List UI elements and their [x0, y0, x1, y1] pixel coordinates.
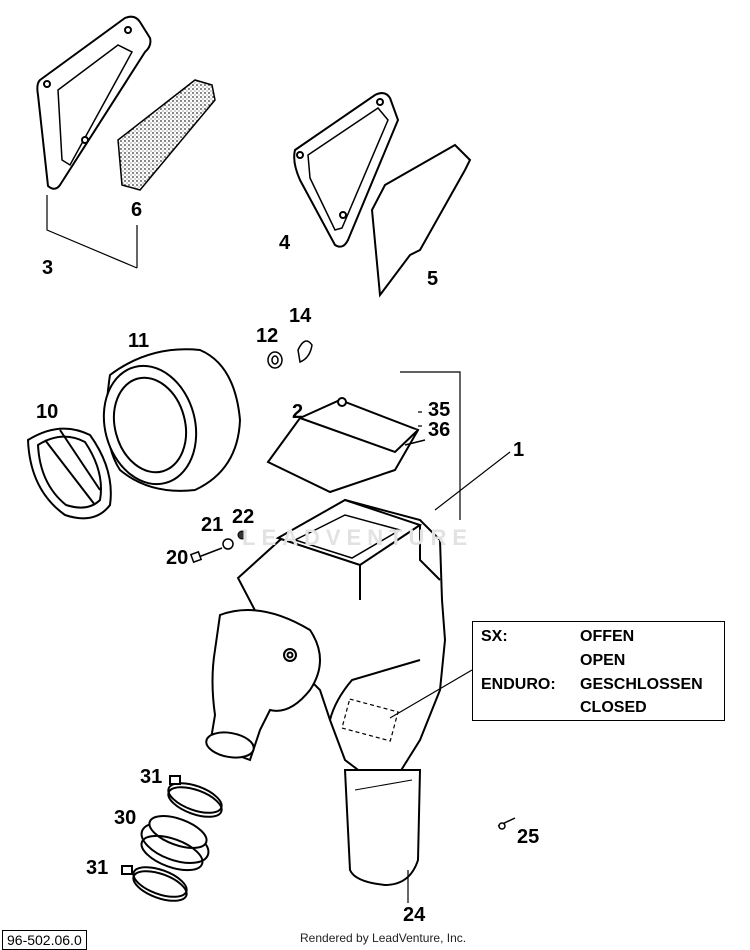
- part-3-frame: [36, 15, 152, 190]
- part-12-bushing: [267, 351, 283, 369]
- render-credit: Rendered by LeadVenture, Inc.: [300, 931, 467, 945]
- callout-2: 2: [292, 401, 304, 423]
- callout-4: 4: [279, 232, 291, 254]
- legend-enduro-label: ENDURO:: [481, 676, 556, 693]
- part-6-filter-foam: [117, 79, 216, 191]
- part-31-clamp-upper: [167, 775, 223, 818]
- callout-35: 35: [428, 399, 451, 421]
- part-31-clamp-lower: [121, 865, 188, 902]
- callout-24: 24: [403, 904, 426, 926]
- callout-12: 12: [256, 325, 279, 347]
- bracket-lines: [400, 371, 461, 520]
- legend-sx-label: SX:: [481, 628, 508, 645]
- leader-lines-3-6: [46, 195, 138, 269]
- part-25-clip: [497, 817, 516, 830]
- legend-enduro-value-en: CLOSED: [580, 699, 647, 716]
- airbox-inlet-elbow: [205, 609, 321, 762]
- watermark: LEADVENTURE: [242, 525, 474, 550]
- callout-1: 1: [513, 439, 525, 461]
- callout-14: 14: [289, 305, 312, 327]
- callout-10: 10: [36, 401, 59, 423]
- part-14-clip: [297, 340, 313, 364]
- callout-25: 25: [517, 826, 540, 848]
- part-5-plate: [370, 143, 472, 298]
- part-30-boot: [140, 815, 210, 872]
- callout-22: 22: [232, 506, 255, 528]
- legend-box: SX: OFFEN OPEN ENDURO: GESCHLOSSEN CLOSE…: [472, 621, 725, 721]
- leader-lines-main: [389, 451, 511, 903]
- callout-36: 36: [428, 419, 451, 441]
- callout-21: 21: [201, 514, 224, 536]
- callout-31-upper: 31: [140, 766, 163, 788]
- part-21-washer: [222, 538, 234, 550]
- part-4-frame: [293, 92, 400, 248]
- part-10-clip: [26, 427, 112, 520]
- part-22-nut: [237, 530, 247, 540]
- part-2-cover: [266, 397, 426, 494]
- part-1-airbox: [236, 498, 447, 787]
- legend-enduro-value-de: GESCHLOSSEN: [580, 676, 703, 693]
- part-20-screw: [189, 547, 223, 564]
- callout-3: 3: [42, 257, 54, 279]
- legend-sx-value-en: OPEN: [580, 652, 626, 669]
- part-24-tube: [343, 769, 422, 887]
- callout-11: 11: [128, 330, 150, 352]
- callout-31-lower: 31: [86, 857, 109, 879]
- legend-sx-value-de: OFFEN: [580, 628, 635, 645]
- callout-6: 6: [131, 199, 143, 221]
- callout-20: 20: [166, 547, 189, 569]
- callout-5: 5: [427, 268, 439, 290]
- part-11-air-filter: [102, 348, 242, 492]
- callout-30: 30: [114, 807, 137, 829]
- document-code: 96-502.06.0: [2, 930, 87, 950]
